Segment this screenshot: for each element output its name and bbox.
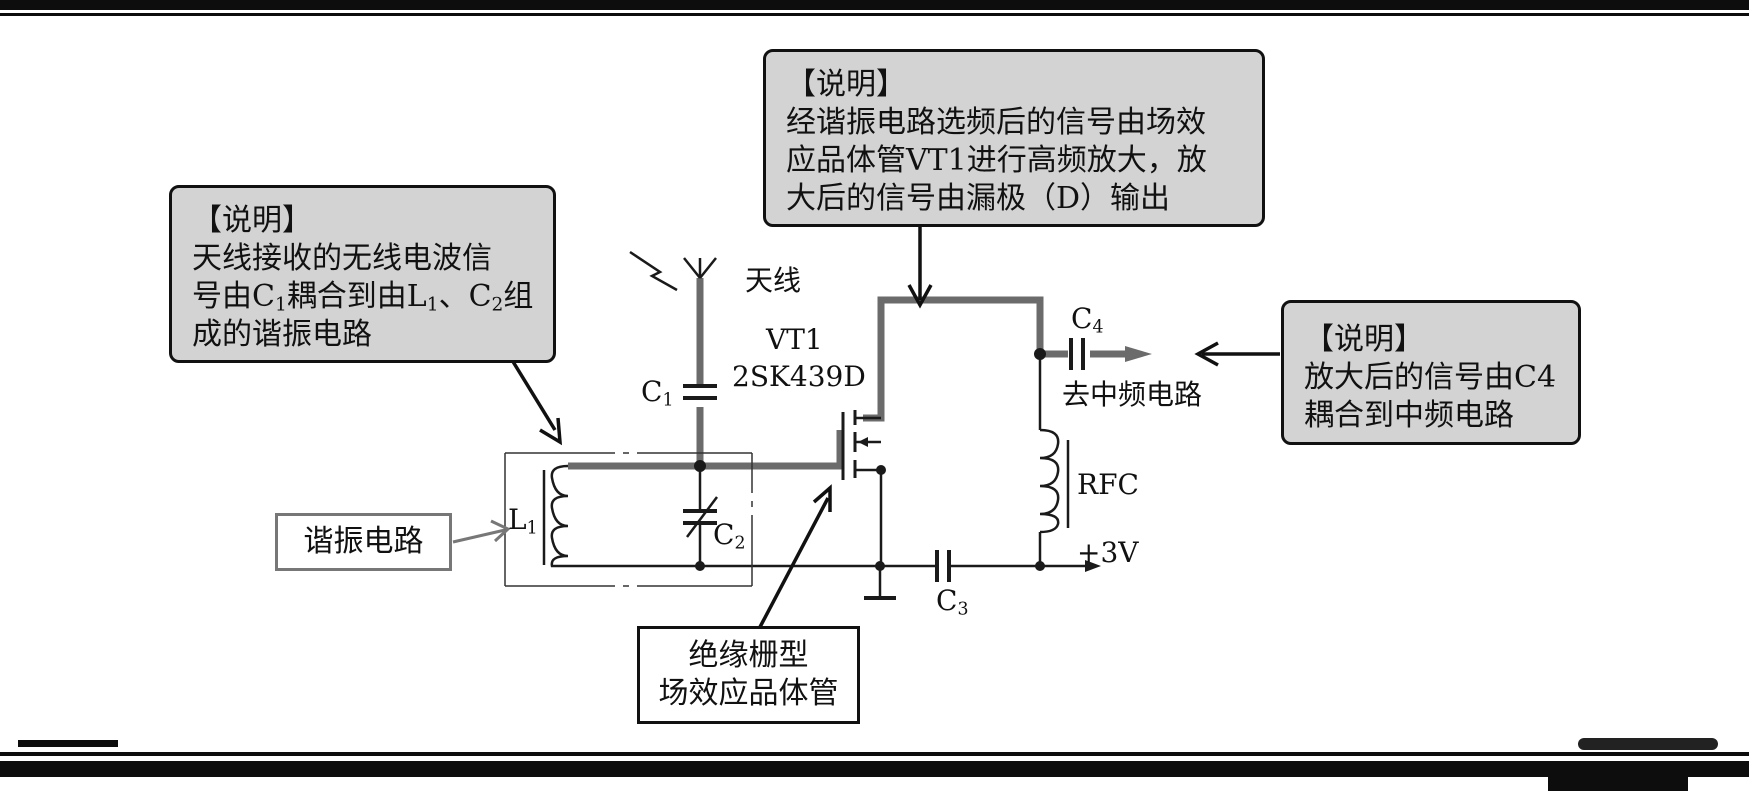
rfc-label: RFC [1077, 468, 1139, 501]
c3-label: C3 [936, 584, 969, 620]
c1-label: C1 [641, 375, 674, 411]
note-header: 【说明】 [786, 67, 906, 102]
transistor-model-label: 2SK439D [732, 360, 866, 393]
note-line: 经谐振电路选频后的信号由场效 [786, 105, 1206, 140]
note-callout-output: 【说明】 放大后的信号由C4 耦合到中频电路 [1281, 300, 1581, 445]
note-callout-resonant: 【说明】 天线接收的无线电波信 号由C1耦合到由L1、C2组 成的谐振电路 [169, 185, 556, 363]
note-line: 大后的信号由漏极（D）输出 [786, 181, 1171, 216]
note-line: 成的谐振电路 [192, 317, 372, 352]
top-border-bar [0, 0, 1749, 10]
mosfet-label: 绝缘栅型 场效应品体管 [637, 626, 860, 724]
note-line: 天线接收的无线电波信 [192, 241, 492, 276]
bottom-border-line [0, 752, 1749, 756]
bottom-border-bar [0, 761, 1749, 777]
note-line: 号由C1耦合到由L1、C2组 [192, 279, 534, 316]
supply-label: +3V [1077, 536, 1139, 569]
note-callout-amplifier: 【说明】 经谐振电路选频后的信号由场效 应品体管VT1进行高频放大，放 大后的信… [763, 49, 1265, 227]
antenna-label: 天线 [745, 264, 802, 297]
l1-label: L1 [508, 503, 538, 539]
c2-label: C2 [713, 518, 746, 554]
transistor-name-label: VT1 [766, 323, 823, 356]
callout-arrows [452, 225, 1280, 628]
note-line: 放大后的信号由C4 [1304, 360, 1557, 395]
output-label: 去中频电路 [1062, 378, 1203, 411]
note-line: 应品体管VT1进行高频放大，放 [786, 143, 1207, 178]
bottom-short-bar [18, 740, 118, 747]
resonant-circuit-frame [504, 452, 753, 587]
top-border-line [0, 13, 1749, 16]
junction-dots [694, 348, 1046, 571]
resonant-circuit-label: 谐振电路 [275, 513, 452, 571]
c4-label: C4 [1071, 302, 1104, 338]
note-header: 【说明】 [1304, 322, 1424, 357]
bottom-right-block [1548, 777, 1688, 791]
wires [542, 250, 1101, 600]
note-header: 【说明】 [192, 203, 312, 238]
bottom-right-smudge [1578, 738, 1718, 750]
note-line: 耦合到中频电路 [1304, 398, 1514, 433]
